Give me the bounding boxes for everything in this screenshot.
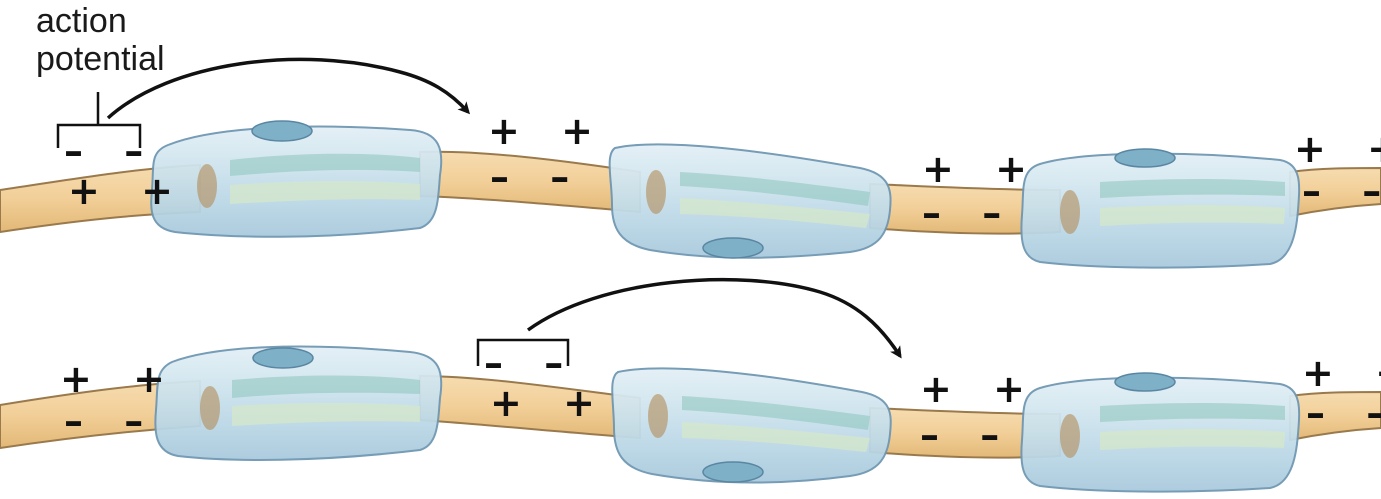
bottom-myelin-sheath-1	[154, 345, 443, 461]
bottom-node3-inside-charge: – –	[920, 413, 1014, 457]
bottom-node4-outside-charge: + +	[1302, 351, 1381, 395]
top-axon	[0, 150, 1381, 235]
bottom-node2-inside-charge: + +	[490, 381, 609, 425]
bottom-node4-inside-charge: – –	[1306, 391, 1381, 435]
bottom-node1-inside-charge: – –	[64, 399, 158, 443]
top-myelin-sheath-1	[150, 120, 443, 238]
top-node4-outside-charge: + +	[1294, 127, 1381, 171]
top-node3-outside-charge: + +	[922, 147, 1041, 191]
bottom-propagation-arrow	[526, 277, 902, 359]
nucleus	[252, 347, 314, 369]
nucleus	[1114, 148, 1176, 168]
nucleus	[1114, 372, 1176, 392]
top-node3-inside-charge: – –	[922, 191, 1016, 235]
top-myelin-sheath-2	[608, 143, 892, 259]
bottom-myelin-sheath-2	[611, 367, 892, 484]
nucleus	[251, 120, 313, 142]
action-potential-label-line1: action	[36, 2, 127, 40]
top-action-potential-bracket	[56, 92, 142, 148]
top-node4-inside-charge: – –	[1302, 169, 1381, 213]
bottom-axon	[0, 374, 1381, 459]
nucleus	[702, 237, 764, 259]
top-node1-inside-charge: + +	[68, 169, 187, 213]
bottom-axon-segment-4	[1289, 391, 1381, 442]
bottom-node1-outside-charge: + +	[60, 357, 179, 401]
bottom-node2-outside-charge: – –	[484, 341, 578, 385]
nucleus	[702, 461, 764, 483]
bottom-action-potential-bracket	[476, 338, 570, 366]
bottom-node3-outside-charge: + +	[920, 367, 1039, 411]
bottom-myelin-sheath-3	[1020, 372, 1301, 493]
top-propagation-arrow	[106, 57, 471, 120]
top-node2-outside-charge: + +	[488, 109, 607, 153]
top-node1-outside-charge: – –	[64, 129, 158, 173]
top-axon-segment-4	[1289, 167, 1381, 218]
action-potential-label-line2: potential	[36, 40, 165, 78]
top-myelin-sheath-3	[1020, 148, 1301, 269]
top-node2-inside-charge: – –	[490, 155, 584, 199]
